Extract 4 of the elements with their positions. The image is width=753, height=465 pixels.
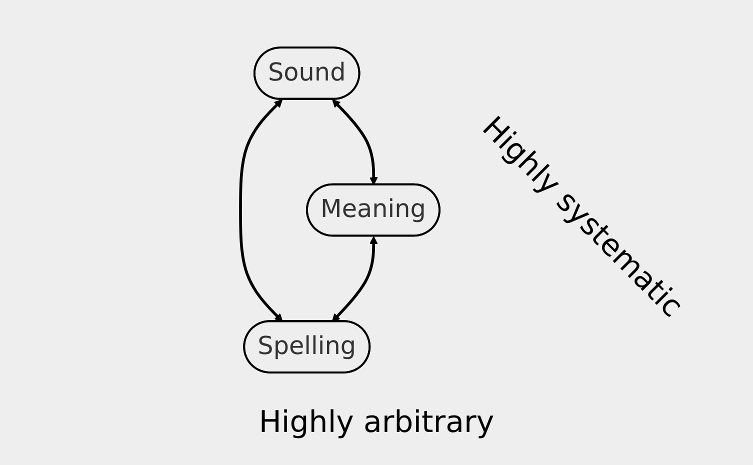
arrow [239, 99, 283, 322]
arrow [332, 99, 378, 186]
relation-note: Highly arbitrary [258, 405, 496, 440]
arrow [332, 236, 378, 322]
